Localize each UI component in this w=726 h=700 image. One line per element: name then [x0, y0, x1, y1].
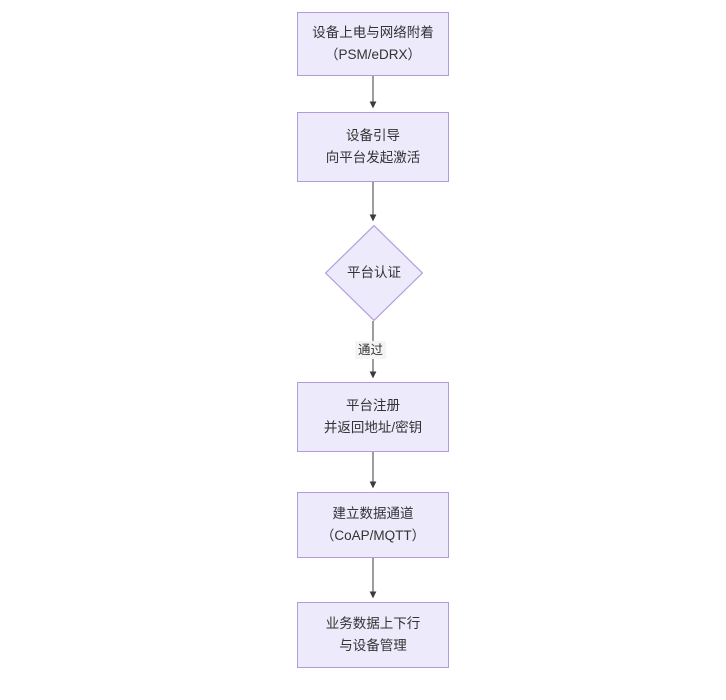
node-business-data-and-device-management[interactable]: 业务数据上下行 与设备管理 — [297, 602, 449, 668]
node-label-line: 设备引导 — [346, 128, 400, 143]
node-label-line: 设备上电与网络附着 — [312, 25, 434, 40]
node-platform-authentication[interactable]: 平台认证 — [325, 225, 423, 321]
node-label-line: （PSM/eDRX） — [324, 47, 422, 62]
node-device-bootstrap[interactable]: 设备引导 向平台发起激活 — [297, 112, 449, 182]
node-label-line: 平台注册 — [346, 398, 400, 413]
node-label-line: 建立数据通道 — [332, 506, 414, 521]
diamond-shape — [325, 225, 423, 321]
node-label-line: 业务数据上下行 — [325, 616, 421, 631]
node-device-power-on[interactable]: 设备上电与网络附着 （PSM/eDRX） — [297, 12, 449, 76]
node-label-line: 并返回地址/密钥 — [323, 420, 423, 435]
node-establish-data-channel[interactable]: 建立数据通道 （CoAP/MQTT） — [297, 492, 449, 558]
node-label-line: 向平台发起激活 — [325, 150, 421, 165]
node-label-line: 与设备管理 — [339, 638, 407, 653]
node-platform-registration[interactable]: 平台注册 并返回地址/密钥 — [297, 382, 449, 452]
node-label-line: （CoAP/MQTT） — [320, 528, 426, 543]
node-label-line: 平台认证 — [347, 265, 401, 280]
edge-label-pass: 通过 — [355, 341, 387, 359]
